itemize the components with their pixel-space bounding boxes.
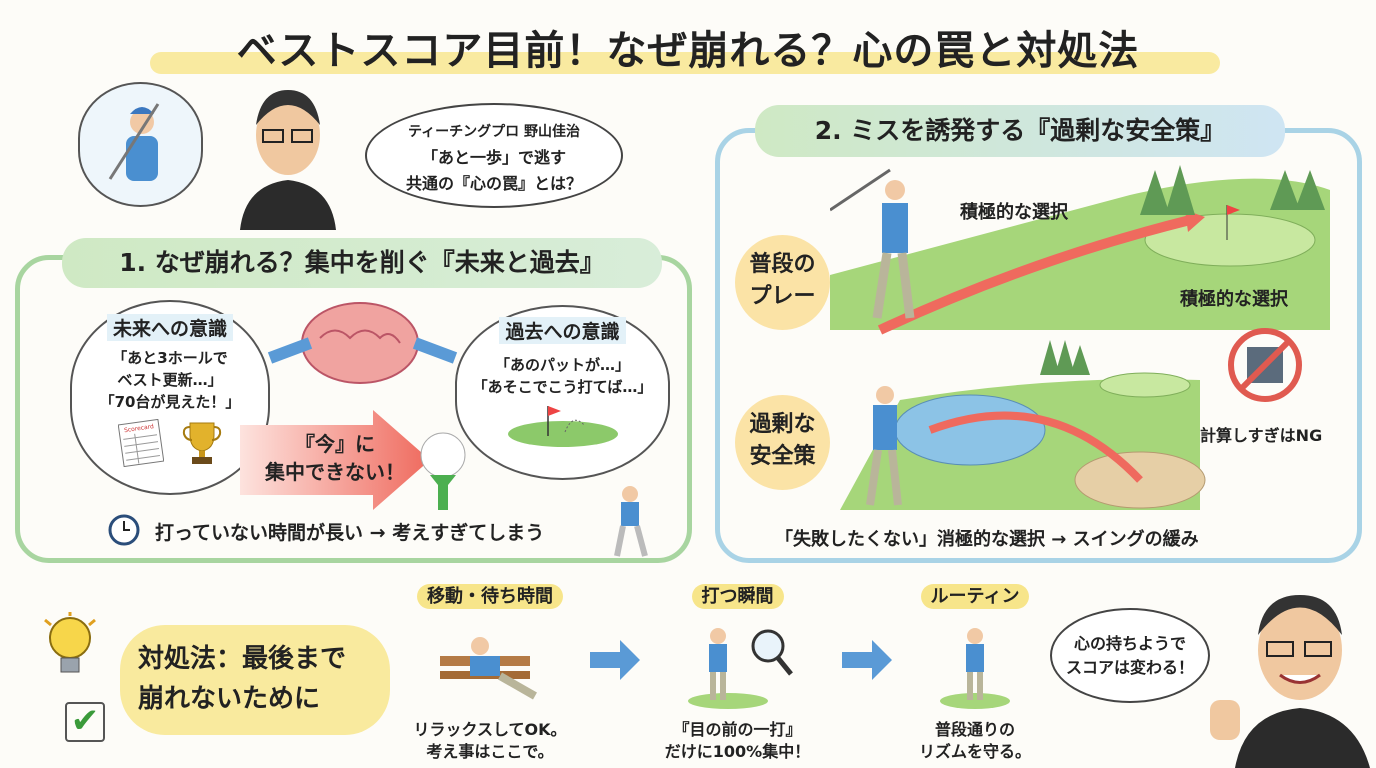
focused-golfer-with-magnifier-icon xyxy=(687,628,793,709)
no-overthinking-icon xyxy=(1228,328,1302,402)
scorecard-icon: Scorecard xyxy=(118,419,164,467)
step-text: だけに100%集中！ xyxy=(664,742,811,761)
intro-line2: 「あと一歩」で逃す xyxy=(421,148,566,167)
future-line: 「70台が見えた！」 xyxy=(99,393,241,411)
routine-golfer-icon xyxy=(940,628,1010,709)
clock-icon xyxy=(108,514,140,546)
normal-caption-top: 積極的な選択 xyxy=(960,202,1068,223)
step-label: 打つ瞬間 xyxy=(691,584,784,609)
closing-line: スコアは変わる！ xyxy=(1065,658,1194,677)
arrow-left-icon xyxy=(267,337,313,364)
relaxing-on-bench-icon xyxy=(440,637,537,700)
teaching-pro-portrait xyxy=(230,85,345,230)
normal-play-label: 普段のプレー xyxy=(735,235,830,330)
section2-footer: 「失敗したくない」消極的な選択 → スイングの緩み xyxy=(775,529,1199,550)
checkmark-icon: ✔ xyxy=(65,702,105,742)
step-text: 『目の前の一打』 xyxy=(673,720,802,739)
label-line: 過剰な xyxy=(749,412,816,437)
scorecard-label: Scorecard xyxy=(124,423,155,434)
brain-icon xyxy=(267,302,458,384)
intro-line1: ティーチングプロ 野山佳治 xyxy=(407,124,581,140)
putting-green-icon xyxy=(507,406,618,447)
solution-title-line: 崩れないために xyxy=(138,684,321,714)
future-heading: 未来への意識 xyxy=(106,314,233,341)
normal-caption-bottom: 積極的な選択 xyxy=(1180,289,1288,310)
future-line: ベスト更新…」 xyxy=(117,371,223,389)
step-waiting: 移動・待ち時間 リラックスしてOK。考え事はここで。 xyxy=(395,582,585,763)
label-line: 普段の xyxy=(749,252,816,277)
golf-ball-on-tee-icon xyxy=(420,432,466,510)
arrow-text: 集中できない！ xyxy=(265,460,405,484)
label-line: 安全策 xyxy=(749,444,816,469)
past-heading: 過去への意識 xyxy=(499,317,626,344)
trophy-icon xyxy=(182,422,222,464)
solution-title-line: 対処法：最後まで xyxy=(138,644,347,674)
intro-line3: 共通の『心の罠』とは？ xyxy=(405,174,582,193)
step-text: リラックスしてOK。 xyxy=(413,720,567,739)
aggressive-play-illustration xyxy=(830,165,1330,335)
section1-footer: 打っていない時間が長い → 考えすぎてしまう xyxy=(155,522,545,544)
section2-title: 2. ミスを誘発する『過剰な安全策』 xyxy=(755,105,1285,157)
overly-safe-play-illustration xyxy=(840,340,1206,510)
flow-arrow-icon xyxy=(590,640,640,680)
past-thought-cloud: 過去への意識 「あのパットが…」 「あそこでこう打てば…」 xyxy=(455,305,670,480)
closing-line: 心の持ちようで xyxy=(1073,634,1186,653)
closing-speech-bubble: 心の持ちようでスコアは変わる！ xyxy=(1050,608,1210,703)
past-line: 「あのパットが…」 xyxy=(494,356,630,374)
section1-title: 1. なぜ崩れる？集中を削ぐ『未来と過去』 xyxy=(62,238,662,288)
frustrated-golfer-icon xyxy=(108,103,160,181)
arrow-right-icon xyxy=(412,337,458,364)
step-label: ルーティン xyxy=(920,584,1030,609)
title-highlight xyxy=(150,52,1220,74)
future-thought-cloud: 未来への意識 「あと3ホールで ベスト更新…」 「70台が見えた！」 Score… xyxy=(70,300,270,495)
past-line: 「あそこでこう打てば…」 xyxy=(472,378,653,396)
lightbulb-icon xyxy=(44,612,96,673)
thinking-golfer-icon xyxy=(614,486,648,557)
flow-arrow-icon xyxy=(842,640,892,680)
step-text: 普段通りの xyxy=(934,720,1015,739)
smiling-pro-portrait xyxy=(1210,595,1370,768)
overly-safe-label: 過剰な安全策 xyxy=(735,395,830,490)
label-line: プレー xyxy=(749,284,816,309)
future-line: 「あと3ホールで xyxy=(112,349,228,367)
thought-bubble xyxy=(78,82,203,207)
step-impact: 打つ瞬間 『目の前の一打』だけに100%集中！ xyxy=(650,582,825,763)
step-text: リズムを守る。 xyxy=(918,742,1031,761)
solution-title: 対処法：最後まで崩れないために xyxy=(120,625,390,735)
step-text: 考え事はここで。 xyxy=(426,742,554,761)
arrow-text: 『今』に xyxy=(295,432,375,456)
page-title: ベストスコア目前！なぜ崩れる？心の罠と対処法 xyxy=(236,28,1140,74)
step-label: 移動・待ち時間 xyxy=(417,584,563,609)
step-routine: ルーティン 普段通りのリズムを守る。 xyxy=(895,582,1055,763)
intro-speech-bubble: ティーチングプロ 野山佳治 「あと一歩」で逃す 共通の『心の罠』とは？ xyxy=(365,103,623,208)
ng-caption: 計算しすぎはNG xyxy=(1200,426,1323,445)
